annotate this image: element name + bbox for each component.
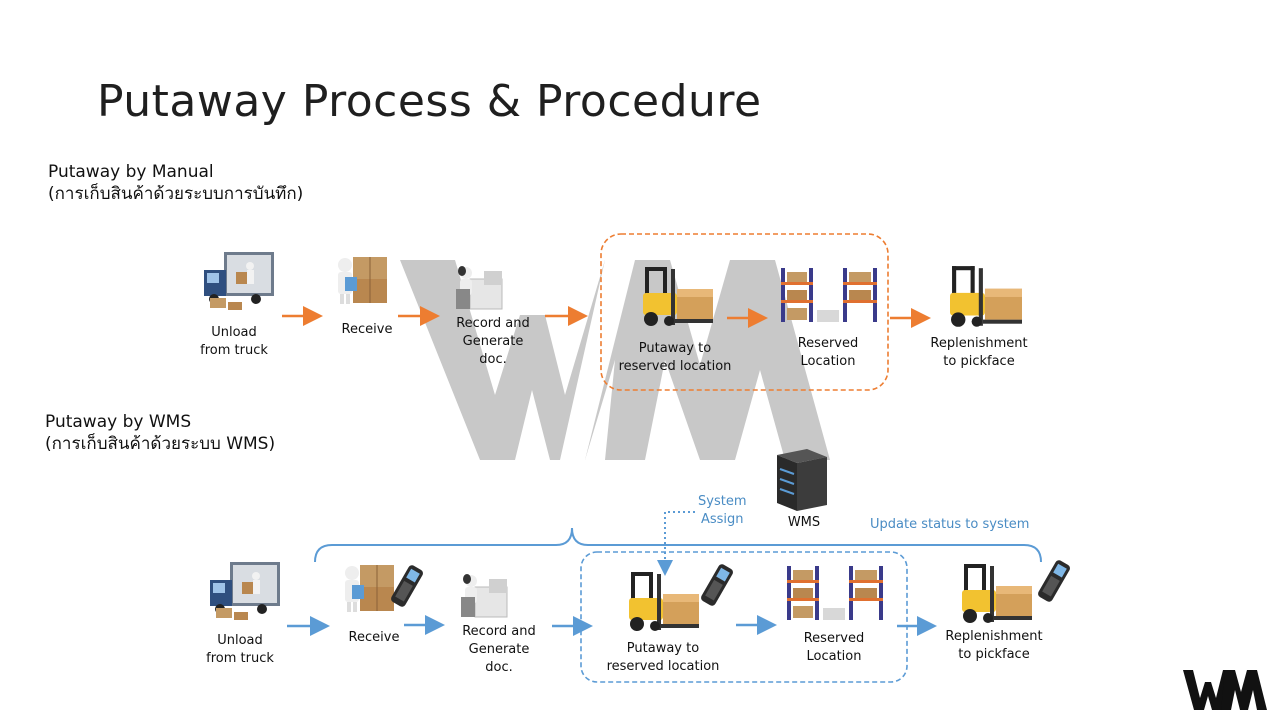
wm-logo-icon xyxy=(1183,668,1267,712)
manual-step-receive: Receive xyxy=(341,322,393,337)
wms-step-receive: Receive xyxy=(348,630,400,645)
wms-heading-thai: (การเก็บสินค้าด้วยระบบ WMS) xyxy=(45,434,276,454)
server-icon xyxy=(773,447,829,513)
update-status-brace xyxy=(314,527,1042,563)
truck-icon xyxy=(202,250,276,312)
scanner-icon xyxy=(1032,558,1076,604)
forklift-icon-2 xyxy=(960,560,1034,630)
forklift-icon-2 xyxy=(946,262,1026,334)
update-status-label: Update status to system xyxy=(870,517,1030,532)
person-box-icon xyxy=(331,255,391,305)
person-desk-icon xyxy=(454,265,506,313)
scanner-icon xyxy=(385,563,429,609)
person-box-icon xyxy=(338,563,398,613)
rack-icon xyxy=(779,266,879,326)
manual-putaway-frame xyxy=(600,233,889,391)
server-label: WMS xyxy=(787,515,821,530)
page-title: Putaway Process & Procedure xyxy=(97,76,762,127)
person-desk-icon xyxy=(459,573,511,621)
manual-heading-thai: (การเก็บสินค้าด้วยระบบการบันทึก) xyxy=(48,184,304,204)
truck-icon xyxy=(208,560,282,622)
forklift-icon xyxy=(627,568,701,638)
system-assign-connector xyxy=(657,511,695,576)
rack-icon xyxy=(785,564,885,624)
scanner-icon xyxy=(695,562,739,608)
manual-heading: Putaway by Manual xyxy=(48,162,214,182)
forklift-icon xyxy=(641,263,715,333)
wms-heading: Putaway by WMS xyxy=(45,412,192,432)
